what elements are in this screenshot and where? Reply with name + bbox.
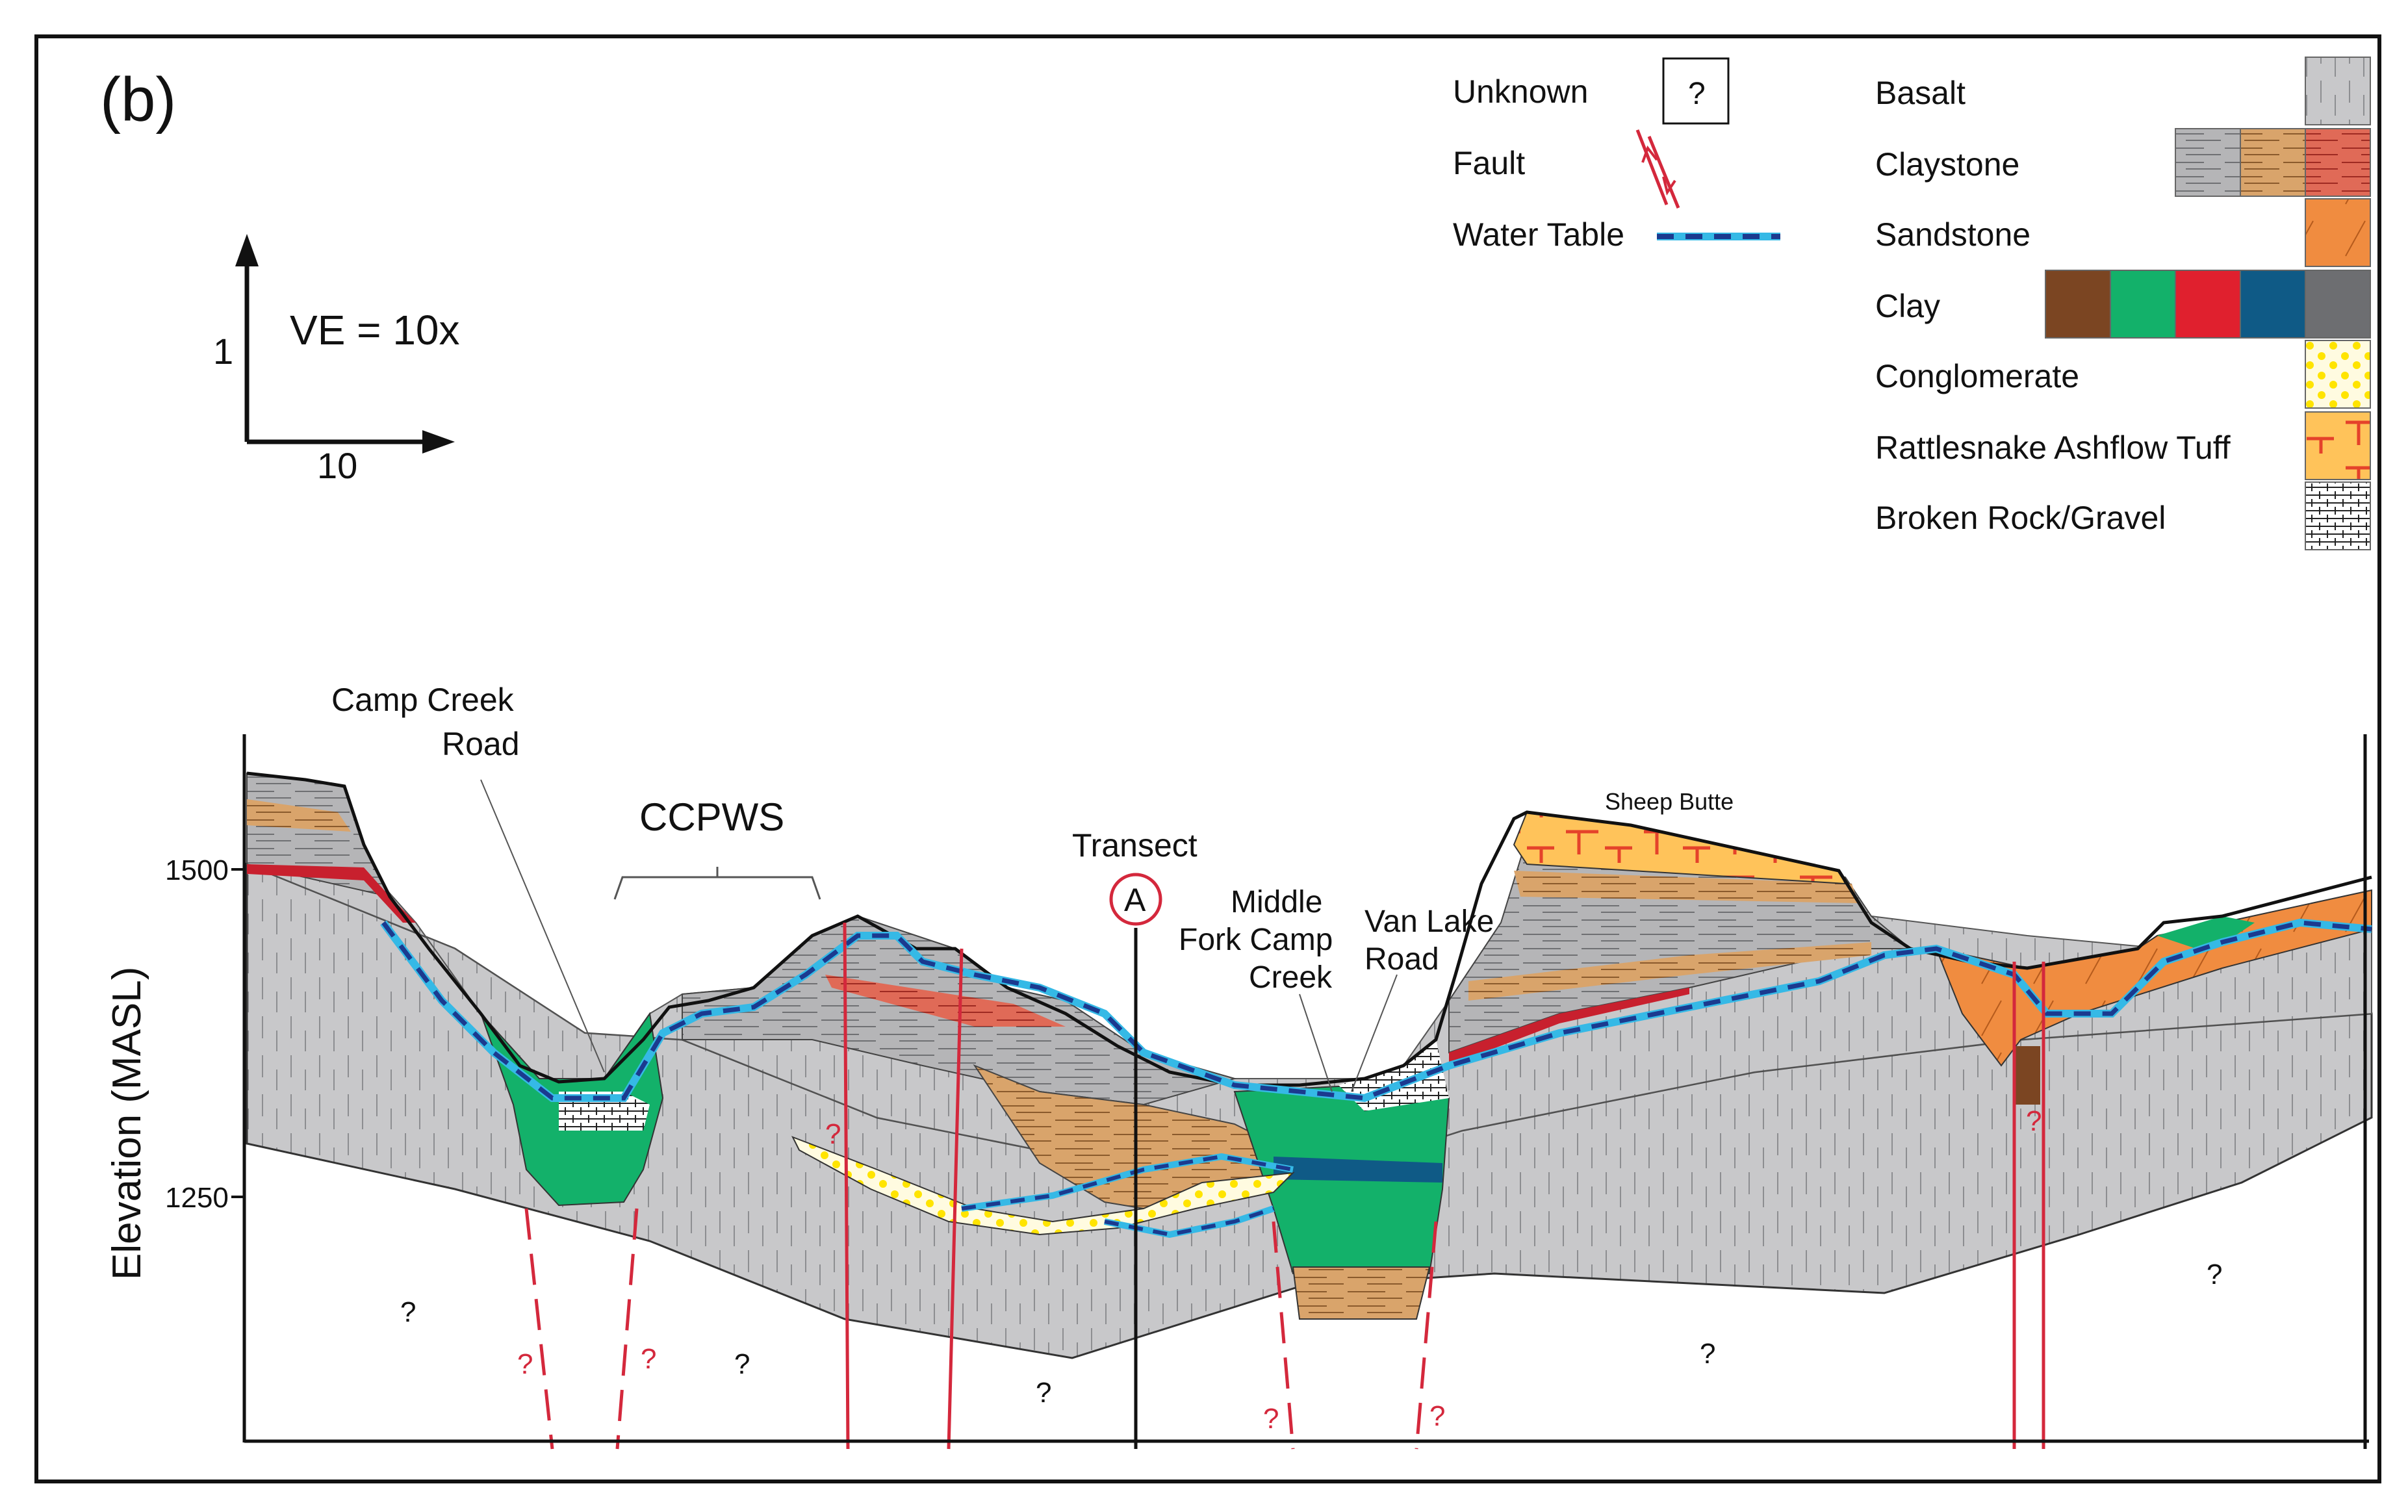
fault-line [843, 922, 850, 1450]
tan-claystone-middle-fork [1292, 1266, 1431, 1320]
unknown-mark: ? [1700, 1338, 1715, 1370]
ccpws-label: CCPWS [639, 795, 784, 839]
fault-lines [524, 922, 2045, 1450]
legend-claystone-label: Claystone [1875, 146, 2019, 183]
legend-conglomerate-swatch [2305, 340, 2371, 409]
legend-tuff-label: Rattlesnake Ashflow Tuff [1875, 429, 2231, 466]
legend-lithology: Basalt Claystone Sandstone Clay Conglome… [1875, 57, 2371, 550]
legend-clay-label: Clay [1875, 288, 1940, 324]
legend-claystone-swatch-gray [2175, 128, 2241, 197]
unknown-marks: ? ? ? ? ? ? ? ? ? ? ? [400, 1105, 2222, 1435]
camp-creek-road-label-1: Camp Creek [331, 682, 515, 718]
transect-marker-label: A [1124, 882, 1146, 918]
legend-unknown-swatch [1662, 57, 1730, 125]
legend-unknown-glyph: ? [1688, 77, 1706, 111]
y-axis: 1500 1250 Elevation (MASL) [105, 734, 2369, 1449]
y-axis-label: Elevation (MASL) [105, 967, 149, 1280]
y-tick-1500: 1500 [165, 854, 229, 886]
fault-line [1415, 1221, 1438, 1450]
scale-vertical-label: 1 [213, 331, 233, 372]
blue-clay-middle-fork [1274, 1157, 1442, 1183]
legend-sandstone-swatch [2305, 198, 2371, 267]
legend-fault-icon [1635, 129, 1680, 209]
legend-conglomerate-label: Conglomerate [1875, 358, 2079, 394]
legend-basalt-swatch [2305, 57, 2371, 125]
unknown-mark-fault: ? [825, 1118, 841, 1150]
van-lake-road-label-1: Van Lake [1364, 904, 1494, 939]
legend-basalt-label: Basalt [1875, 75, 1966, 111]
legend-tuff-swatch [2305, 411, 2371, 480]
legend-gravel-swatch [2305, 481, 2371, 550]
ground-surface [246, 771, 2372, 1087]
scale-indicator: 1 10 VE = 10x [213, 234, 460, 486]
fault-line [1272, 1221, 1295, 1450]
fault-line [947, 948, 964, 1450]
legend-water-table-label: Water Table [1453, 216, 1624, 253]
gravel-van-lake [1338, 1040, 1449, 1111]
red-band-sheep-butte [1449, 988, 1689, 1066]
ve-label: VE = 10x [290, 307, 460, 353]
legend-claystone-swatch-red [2305, 128, 2371, 197]
unknown-mark-fault: ? [1263, 1403, 1279, 1435]
claystone-left-tan-band [247, 799, 351, 832]
unknown-mark-fault: ? [517, 1348, 533, 1380]
panel-label: (b) [100, 65, 176, 135]
tan-band-sheep-butte-1 [1514, 871, 1858, 903]
figure-frame [34, 34, 2381, 1483]
red-clay-band-left [247, 864, 416, 923]
legend-clay-swatch [2240, 270, 2306, 339]
legend-fault-label: Fault [1453, 145, 1525, 181]
legend-sandstone-label: Sandstone [1875, 216, 2030, 253]
camp-creek-road-leader [480, 779, 605, 1073]
legend-symbols: Unknown ? Fault Water Table [1453, 57, 1780, 253]
unknown-mark-fault: ? [1429, 1400, 1445, 1432]
middle-fork-leader [1299, 993, 1333, 1092]
sheep-butte-label: Sheep Butte [1605, 788, 1734, 815]
unknown-mark: ? [400, 1296, 416, 1328]
legend-unknown-label: Unknown [1453, 73, 1588, 110]
unknown-mark-fault: ? [2026, 1105, 2042, 1137]
unknown-mark: ? [1036, 1377, 1051, 1409]
van-lake-road-leader [1351, 974, 1398, 1092]
unknown-mark: ? [734, 1348, 750, 1380]
legend-clay-swatch [2110, 270, 2176, 339]
legend-gravel-label: Broken Rock/Gravel [1875, 500, 2166, 536]
unknown-mark-fault: ? [641, 1343, 656, 1375]
middle-fork-label-2: Fork Camp [1179, 923, 1333, 957]
annotations: Camp Creek Road CCPWS Middle Fork Camp C… [331, 682, 1734, 1092]
claystone-mid-red-band [825, 975, 1066, 1027]
ccpws-bracket [613, 867, 821, 900]
fault-line [524, 1208, 554, 1450]
scale-horizontal-label: 10 [317, 445, 357, 486]
camp-creek-road-label-2: Road [442, 726, 520, 762]
legend-clay-swatch [2175, 270, 2241, 339]
cross-section [246, 771, 2373, 1359]
brown-clay-right [2014, 1046, 2040, 1105]
conglomerate-lens [791, 1136, 1295, 1236]
green-clay-right [2157, 916, 2255, 949]
legend-clay-swatch [2305, 270, 2371, 339]
tan-band-sheep-butte-2 [1468, 942, 1871, 1001]
middle-fork-label-3: Creek [1249, 960, 1333, 995]
van-lake-road-label-2: Road [1364, 942, 1439, 977]
fault-line [615, 1208, 639, 1450]
y-tick-1250: 1250 [165, 1182, 229, 1214]
transect-label: Transect [1072, 827, 1198, 864]
transect-marker: A Transect [1072, 827, 1198, 1449]
legend-clay-swatches [2045, 270, 2371, 339]
legend-clay-swatch [2045, 270, 2111, 339]
unknown-mark: ? [2207, 1259, 2222, 1290]
middle-fork-label-1: Middle [1231, 885, 1322, 919]
legend-claystone-swatch-tan [2240, 128, 2306, 197]
